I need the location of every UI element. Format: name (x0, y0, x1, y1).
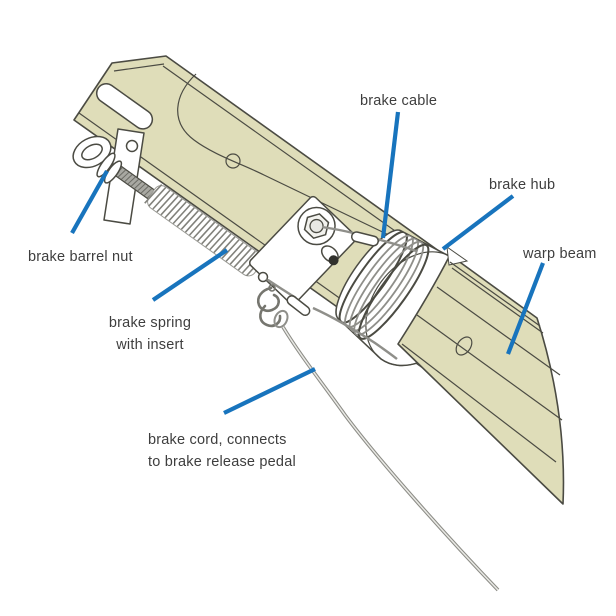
cable-ferrule-upper (350, 231, 379, 247)
leader-brake-hub (441, 194, 515, 251)
beam-slot (95, 83, 154, 130)
warp-beam-notch (446, 245, 469, 266)
brake-bracket-plate (248, 195, 357, 305)
label-brake-cable: brake cable (360, 93, 437, 109)
s-hook (256, 286, 282, 328)
beam-bevel-chamfer (113, 63, 165, 72)
leader-brake-cable (380, 111, 401, 239)
spring-anchor-stud (257, 271, 269, 283)
label-brake-spring-line1: brake spring (109, 315, 191, 331)
label-brake-cord-line2: to brake release pedal (148, 454, 296, 470)
label-brake-barrel-nut: brake barrel nut (28, 249, 133, 265)
leader-brake-spring (151, 248, 229, 302)
beam-pocket-curve (177, 73, 423, 252)
leader-brake-cord (223, 367, 316, 415)
brake-cord-assembly (256, 284, 500, 592)
leader-warp-beam (506, 262, 545, 355)
label-warp-beam: warp beam (522, 246, 597, 262)
brake-cable-upper (321, 225, 417, 253)
label-brake-cord-line1: brake cord, connects (148, 432, 287, 448)
cable-stop-hole (328, 255, 339, 266)
barrel-nut-flange-front (103, 160, 123, 184)
spring-coils (144, 184, 265, 277)
barrel-nut-assembly (72, 128, 159, 225)
label-brake-hub: brake hub (489, 177, 555, 193)
strap-hole (125, 139, 139, 153)
cable-ferrule-lower (286, 295, 311, 317)
warp-beam-hole (455, 336, 473, 356)
cord-loop (273, 309, 289, 329)
beam-hole (225, 153, 241, 169)
label-brake-spring-line2: with insert (115, 337, 183, 353)
leader-barrel-nut (70, 169, 109, 235)
leader-lines (70, 111, 545, 415)
labels: brake cable brake hub warp beam brake ba… (28, 93, 597, 470)
eye-ring-inner (81, 143, 103, 161)
brake-cable-runs (267, 225, 417, 360)
barrel-nut-flange-rear (96, 152, 116, 178)
brake-cord-highlight (282, 326, 499, 591)
bolt-end (309, 218, 324, 234)
